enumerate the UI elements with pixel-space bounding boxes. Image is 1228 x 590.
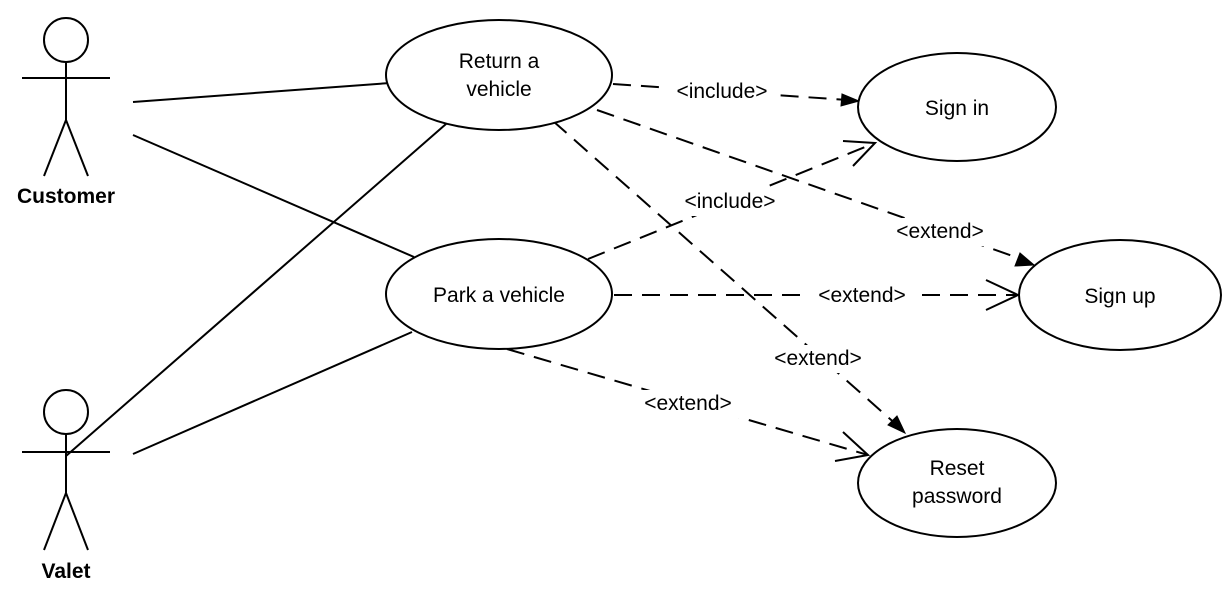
- relation-labels: <include> <include> <extend> <extend> <e…: [630, 78, 998, 418]
- assoc-customer-return: [132, 82, 391, 103]
- use-case-park-vehicle[interactable]: Park a vehicle: [385, 238, 613, 350]
- assoc-valet-park: [132, 331, 413, 455]
- use-case-sign-up[interactable]: Sign up: [1018, 239, 1222, 351]
- use-case-return-vehicle-line1: Return a: [459, 50, 540, 73]
- dep-park-reset-arrowhead: [834, 431, 871, 462]
- use-case-park-vehicle-shape: [385, 238, 613, 350]
- assoc-valet-return: [65, 123, 447, 457]
- assoc-customer-park: [132, 134, 415, 258]
- label-return-include-signin: <include>: [676, 80, 767, 103]
- use-case-reset-password-line1: Reset: [930, 457, 985, 480]
- actor-customer[interactable]: Customer: [17, 17, 115, 208]
- dep-park-signin-arrowhead: [842, 140, 878, 167]
- use-case-sign-in[interactable]: Sign in: [857, 52, 1057, 162]
- dep-return-reset-arrowhead: [887, 415, 907, 435]
- use-case-sign-up-label: Sign up: [1084, 285, 1155, 308]
- dep-park-reset-line: [506, 348, 869, 456]
- dep-return-reset-line: [552, 120, 899, 427]
- label-return-extend-signup: <extend>: [896, 220, 984, 243]
- dep-return-signup-arrowhead: [1014, 252, 1036, 267]
- customer-stick-figure-icon: [22, 17, 110, 177]
- use-case-reset-password[interactable]: Reset password: [857, 428, 1057, 538]
- label-park-include-signin: <include>: [684, 190, 775, 213]
- actor-customer-label: Customer: [17, 185, 115, 208]
- associations: [65, 82, 447, 457]
- use-case-return-vehicle[interactable]: Return a vehicle: [385, 19, 613, 131]
- label-return-extend-reset: <extend>: [774, 347, 862, 370]
- valet-stick-figure-icon: [22, 389, 110, 551]
- use-case-return-vehicle-line2: vehicle: [466, 78, 531, 101]
- label-park-extend-signup: <extend>: [818, 284, 906, 307]
- use-case-sign-in-shape: [857, 52, 1057, 162]
- dep-return-signin-arrowhead: [840, 93, 861, 107]
- use-case-park-vehicle-label: Park a vehicle: [433, 284, 565, 307]
- actor-valet-label: Valet: [41, 560, 90, 583]
- use-case-sign-up-shape: [1018, 239, 1222, 351]
- use-case-reset-password-line2: password: [912, 485, 1002, 508]
- label-park-extend-reset: <extend>: [644, 392, 732, 415]
- use-case-sign-in-label: Sign in: [925, 97, 989, 120]
- use-case-reset-password-shape: [857, 428, 1057, 538]
- actor-valet[interactable]: Valet: [22, 389, 110, 583]
- use-case-return-vehicle-shape: [385, 19, 613, 131]
